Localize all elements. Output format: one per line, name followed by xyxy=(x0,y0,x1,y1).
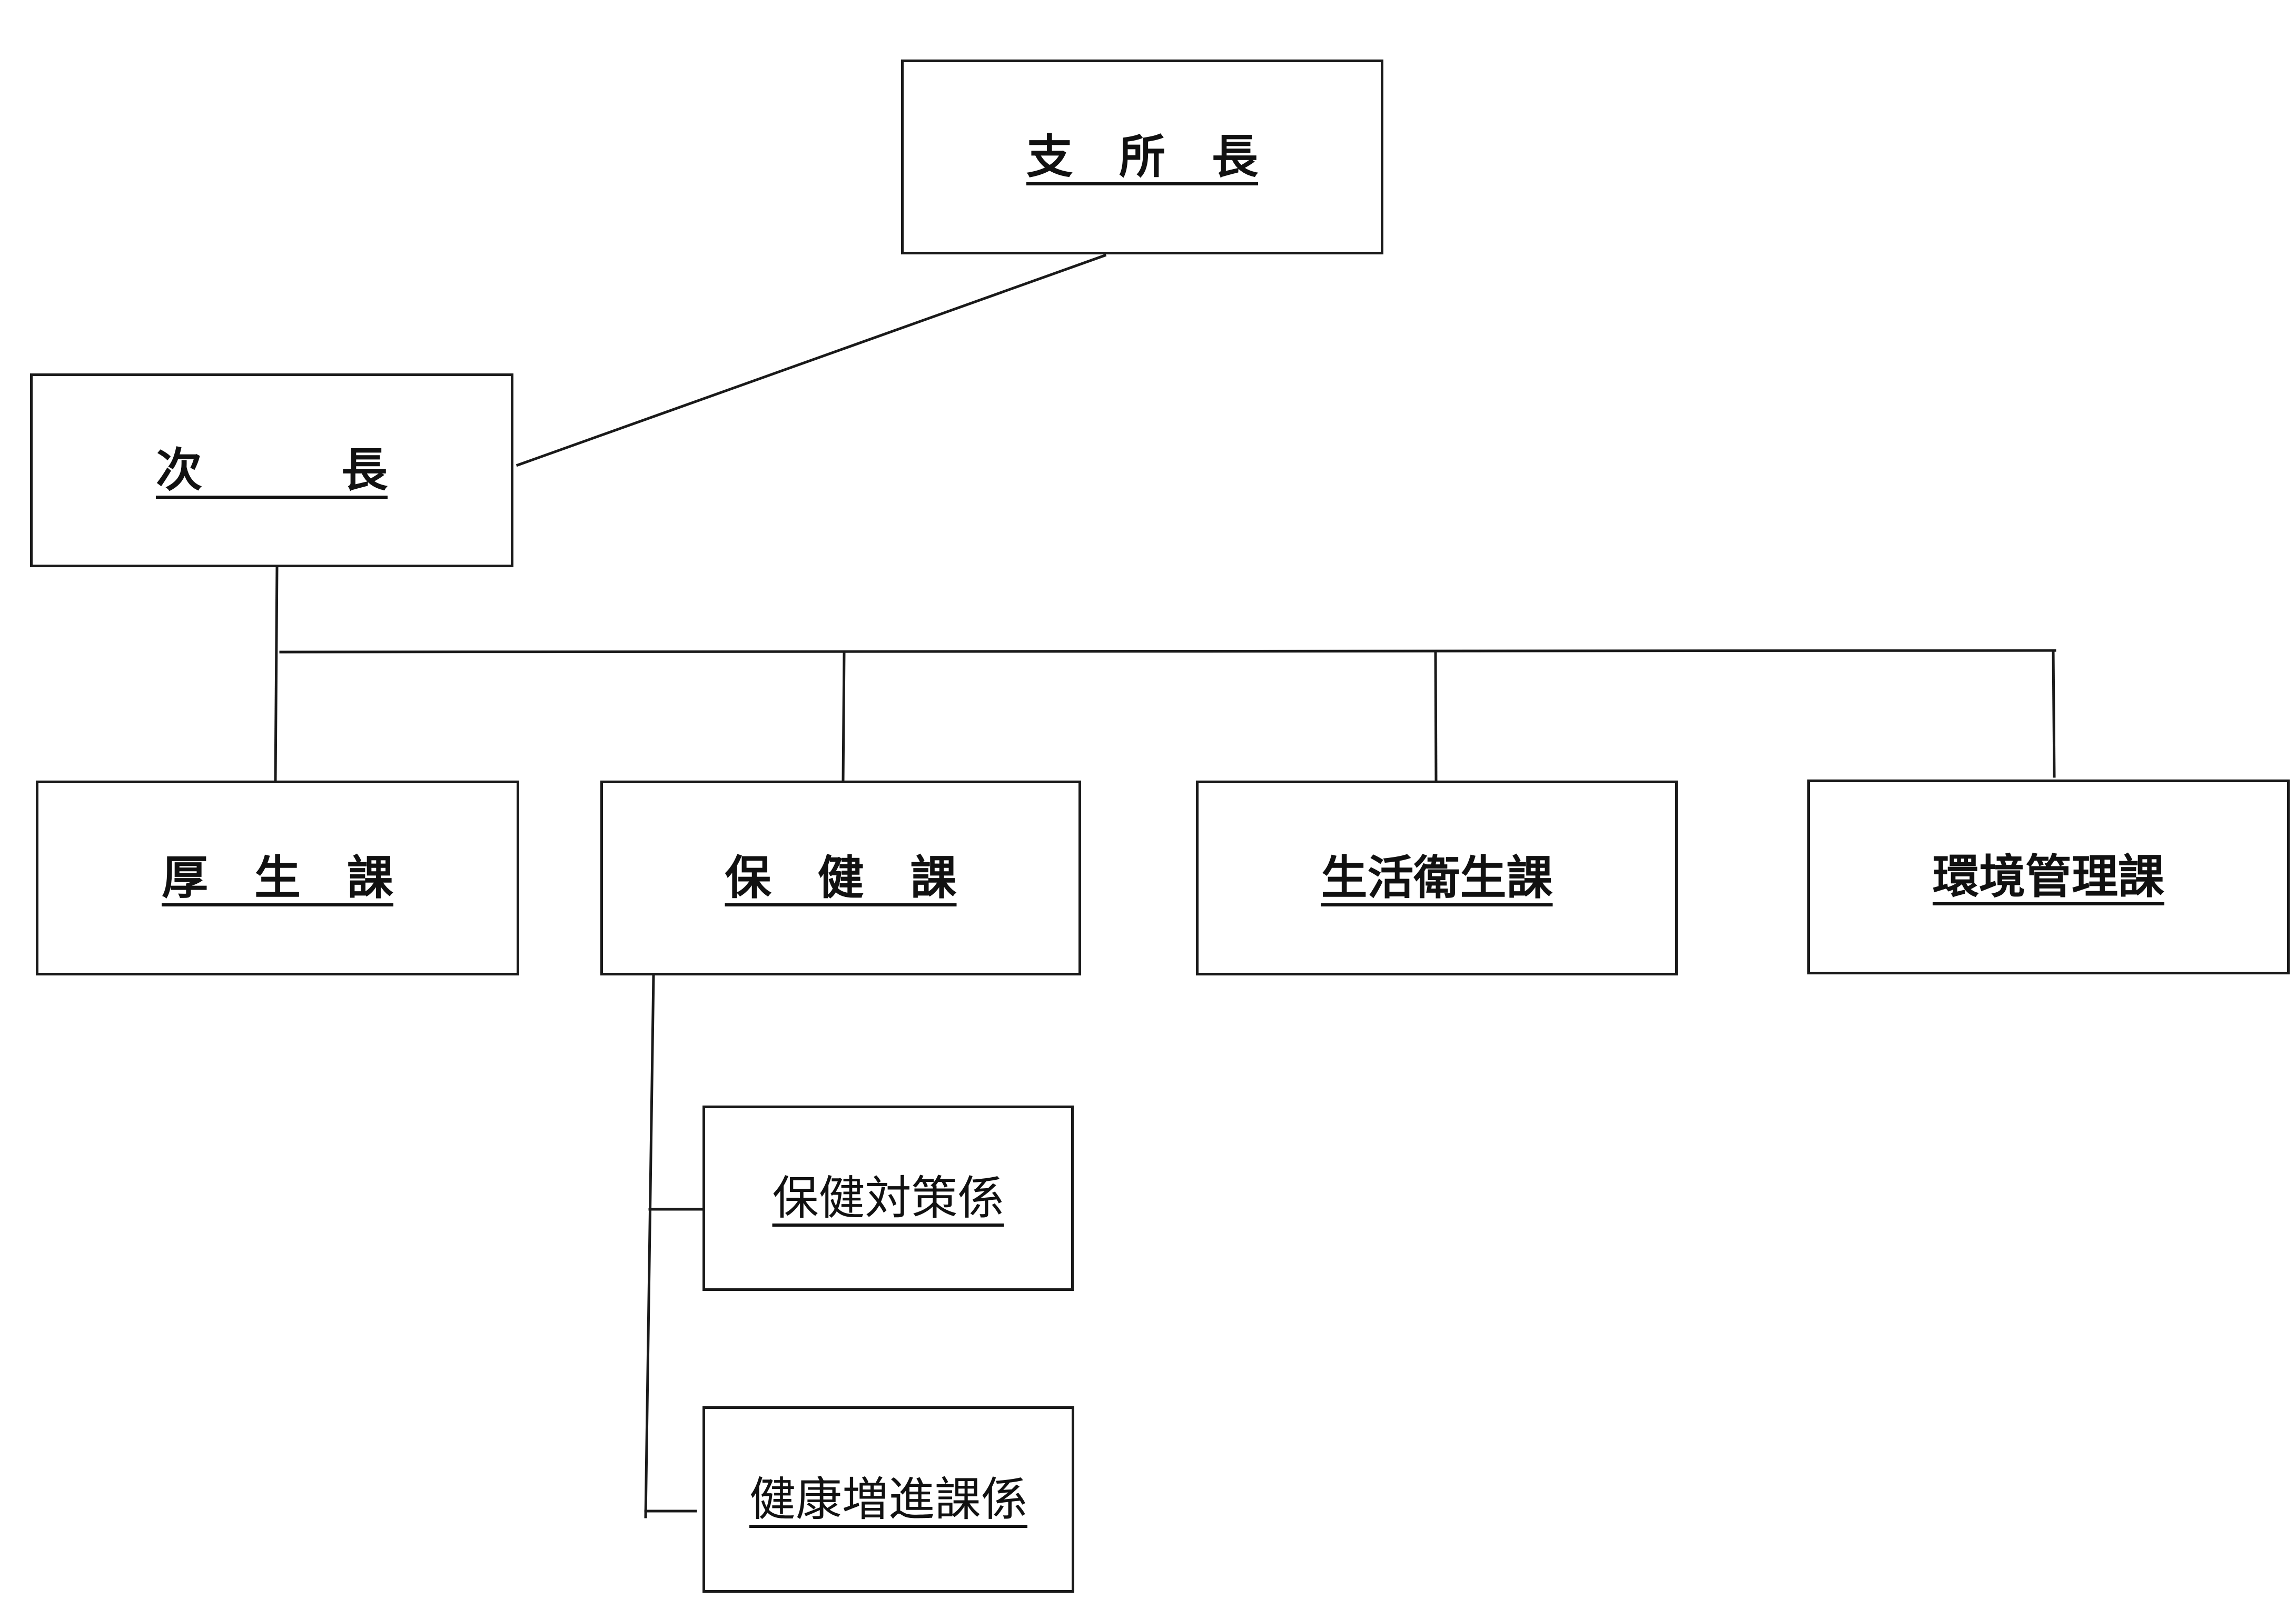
box-section-kousei: 厚 生 課 xyxy=(36,781,519,975)
deputy-label: 次 長 xyxy=(155,443,388,497)
subunit-hoken-taisaku-label: 保健対策係 xyxy=(772,1171,1004,1225)
box-deputy: 次 長 xyxy=(30,373,513,567)
box-subunit-hoken-taisaku: 保健対策係 xyxy=(702,1106,1074,1291)
connector-section-bus xyxy=(279,649,2056,654)
box-section-kankyo-kanri: 環境管理課 xyxy=(1807,780,2290,974)
box-branch-chief: 支 所 長 xyxy=(901,60,1383,254)
section-seikatsu-eisei-label: 生活衛生課 xyxy=(1321,851,1553,905)
box-subunit-kenkou-zoushin: 健康増進課係 xyxy=(702,1406,1074,1593)
section-hoken-label: 保 健 課 xyxy=(725,851,957,905)
subunit-kenkou-zoushin-label: 健康増進課係 xyxy=(749,1472,1027,1526)
section-kankyo-kanri-label: 環境管理課 xyxy=(1932,850,2164,904)
section-kousei-label: 厚 生 課 xyxy=(161,851,393,905)
box-section-hoken: 保 健 課 xyxy=(600,781,1081,975)
connector-hoken-vertical xyxy=(644,974,655,1518)
connector-deputy-trunk xyxy=(274,566,279,782)
connector-drop-kankyo xyxy=(2052,649,2056,778)
connector-chief-deputy xyxy=(516,253,1107,467)
box-section-seikatsu-eisei: 生活衛生課 xyxy=(1196,781,1678,975)
connector-drop-hoken xyxy=(842,650,846,782)
branch-chief-label: 支 所 長 xyxy=(1026,130,1258,184)
